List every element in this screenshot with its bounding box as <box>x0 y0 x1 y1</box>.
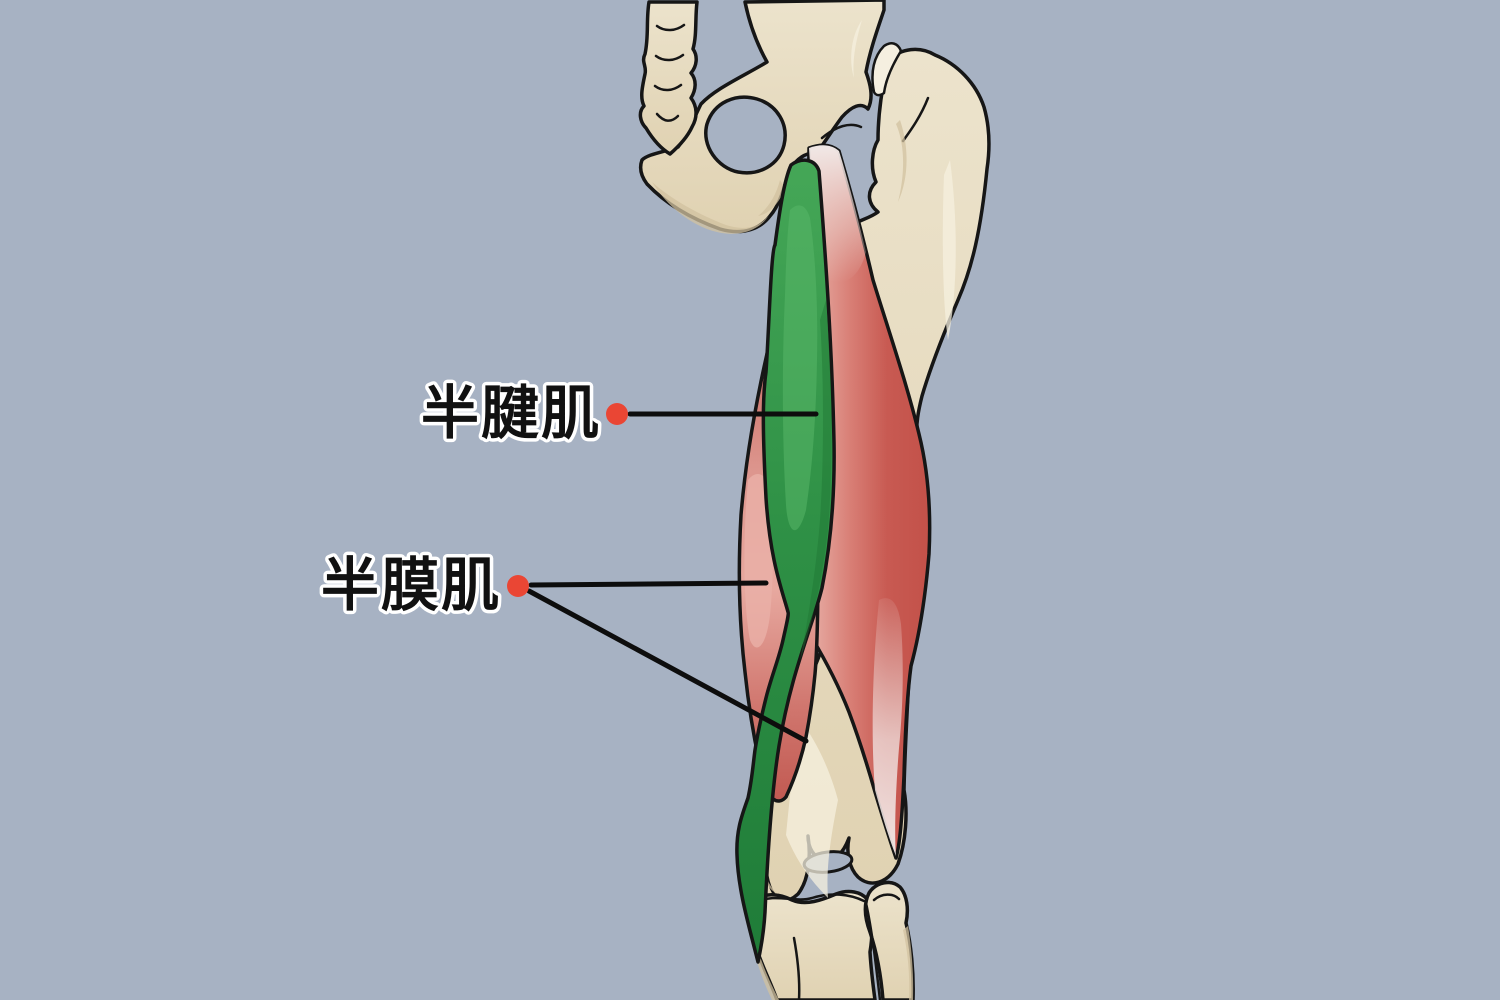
ischium-shade <box>758 180 785 216</box>
fibula-head-line <box>872 893 901 902</box>
leader-lines <box>526 411 819 744</box>
label-semimembranosus: 半膜肌 <box>321 553 501 618</box>
tibia-ridge-line <box>792 936 801 1000</box>
fibula-shade <box>903 926 914 1000</box>
pointer-dot-semimembranosus <box>507 575 529 597</box>
pelvis-shade <box>652 182 769 234</box>
sacrum-bone <box>638 0 699 156</box>
leader-line-semimembranosus-upper <box>528 580 769 588</box>
ilium-highlight <box>851 20 862 78</box>
annotation-layer: 半腱肌 半膜肌 <box>317 378 819 744</box>
acetabulum-line <box>820 123 863 140</box>
leader-line-semimembranosus-lower <box>526 588 809 744</box>
tibia-fibula-gap-line <box>864 901 882 1000</box>
trochanter-shade <box>896 120 907 202</box>
sacrum-segment-line <box>655 23 686 32</box>
semitendinosus-shade <box>800 300 832 660</box>
pointer-dot-semitendinosus <box>606 403 628 425</box>
bone-details <box>653 23 930 1000</box>
biceps-distal-tendon <box>872 598 903 856</box>
label-semitendinosus: 半腱肌 <box>421 381 601 446</box>
pointer-dots <box>507 403 628 597</box>
femoral-neck-bone <box>871 42 903 97</box>
femur-shaft-highlight <box>942 160 956 340</box>
tibial-plateau-line <box>755 893 866 904</box>
muscles-layer <box>735 143 932 964</box>
label-texts: 半腱肌 半膜肌 <box>317 378 602 622</box>
semitendinosus-highlight <box>782 205 818 531</box>
sacrum-segment-line <box>654 53 685 62</box>
sacrum-segment-line <box>655 112 680 122</box>
sacrum-segment-line <box>653 83 683 92</box>
intertrochanteric-line <box>901 96 930 143</box>
